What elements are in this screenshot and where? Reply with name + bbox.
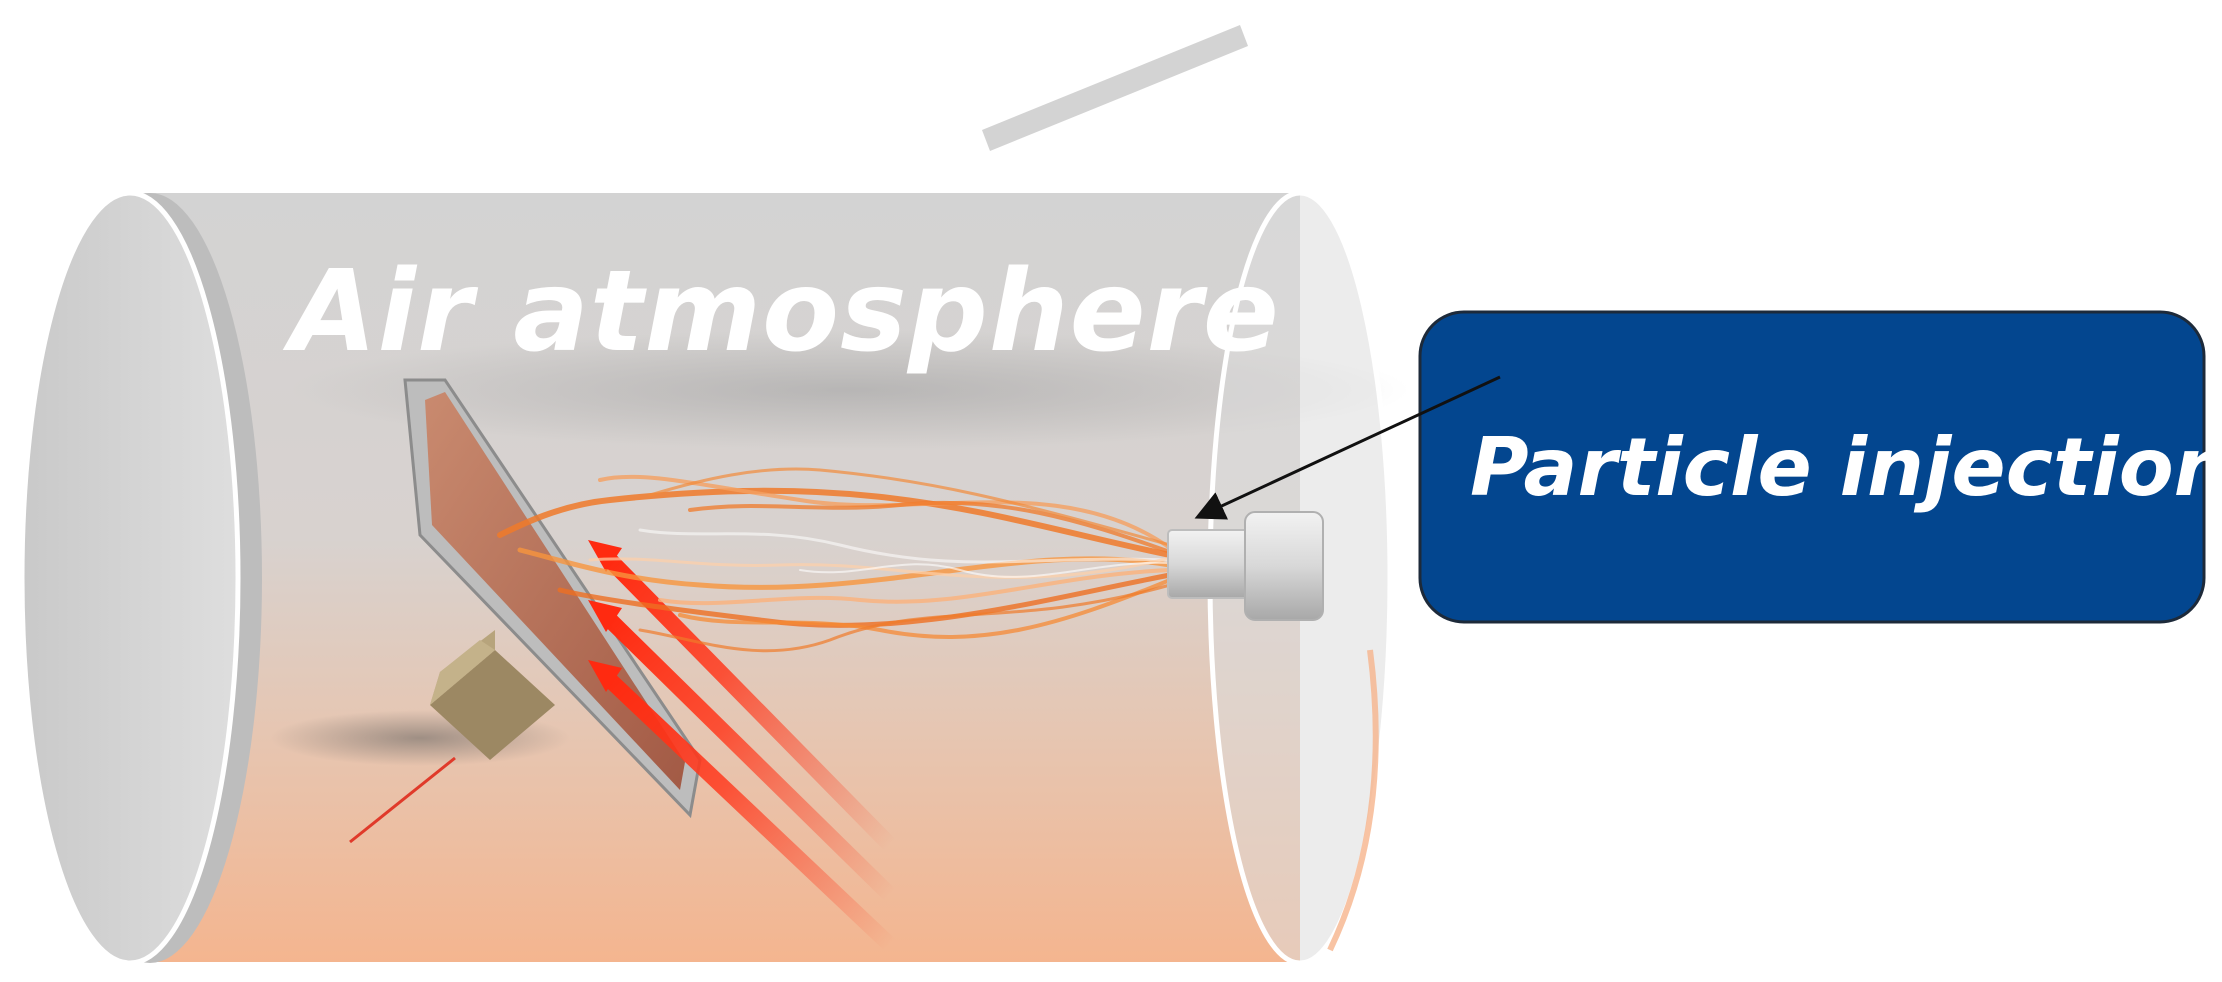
heating-arrows (588, 540, 898, 953)
heating-arrow-2 (588, 600, 898, 903)
chamber-left-cap (19, 190, 241, 966)
holder-block-side (430, 640, 495, 705)
holder-block-front (430, 650, 555, 760)
particle-injection-callout: Particle injection (1418, 310, 2222, 624)
nozzle-body (1244, 511, 1324, 621)
chamber-dark-band (290, 330, 1410, 450)
callout-leader-arrow (1194, 375, 1501, 520)
holder-lead-line (349, 756, 456, 844)
chamber-right-rim-warm (1327, 649, 1379, 952)
atmosphere-label: Air atmosphere (282, 247, 1280, 377)
particle-stream (497, 467, 1173, 653)
nozzle-tip (1167, 529, 1249, 599)
injection-nozzle (1167, 511, 1324, 621)
particle-injection-label: Particle injection (1470, 421, 2222, 514)
gray-bar-decoration (982, 25, 1248, 151)
callout-box (1418, 310, 2206, 624)
heating-arrow-3 (588, 660, 898, 953)
substrate-holder (349, 630, 555, 844)
